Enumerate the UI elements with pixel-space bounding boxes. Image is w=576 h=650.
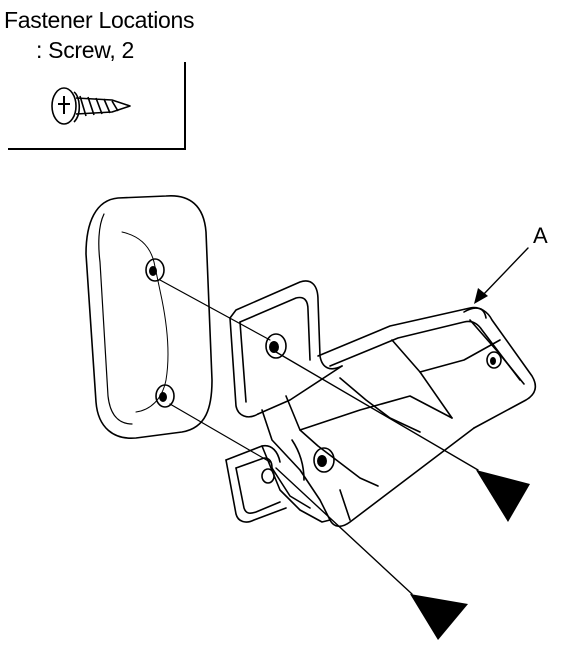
bracket-icon xyxy=(225,280,537,528)
fastener-legend: Fastener Locations : Screw, 2 xyxy=(0,0,195,152)
legend-subtitle: : Screw, 2 xyxy=(36,37,134,63)
triangle-pointer-icon xyxy=(410,470,530,640)
callout-label-a: A xyxy=(533,223,548,248)
legend-border-bottom xyxy=(8,148,186,150)
screw-icon xyxy=(51,87,131,125)
mounting-pad-icon xyxy=(85,195,213,439)
legend-border-right xyxy=(184,62,186,150)
legend-title: Fastener Locations xyxy=(4,7,195,33)
